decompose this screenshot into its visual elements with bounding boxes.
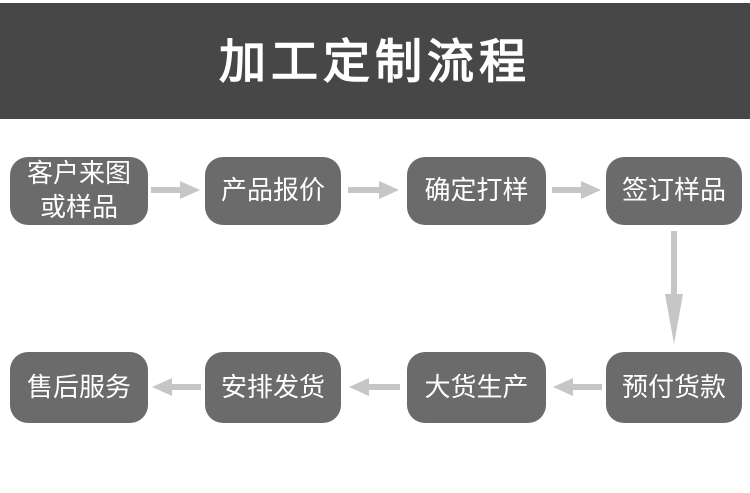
flow-step-confirm-proofing: 确定打样 [407, 157, 546, 225]
arrow-right-icon [552, 181, 601, 199]
flow-step-advance-payment: 预付货款 [606, 352, 742, 423]
flow-step-after-sales-service: 售后服务 [10, 352, 148, 423]
flow-step-sign-sample: 签订样品 [606, 157, 742, 225]
flow-step-customer-drawing-or-sample: 客户来图 或样品 [10, 157, 148, 225]
flow-step-product-quotation: 产品报价 [205, 157, 341, 225]
arrow-right-icon [151, 181, 200, 199]
flow-step-arrange-shipment: 安排发货 [205, 352, 341, 423]
page-title: 加工定制流程 [219, 34, 531, 88]
title-banner: 加工定制流程 [0, 3, 750, 119]
arrow-down-icon [665, 231, 683, 344]
arrow-right-icon [348, 181, 399, 199]
flow-step-bulk-production: 大货生产 [407, 352, 546, 423]
arrow-left-icon [349, 378, 400, 396]
arrow-left-icon [553, 378, 602, 396]
arrow-left-icon [152, 378, 201, 396]
